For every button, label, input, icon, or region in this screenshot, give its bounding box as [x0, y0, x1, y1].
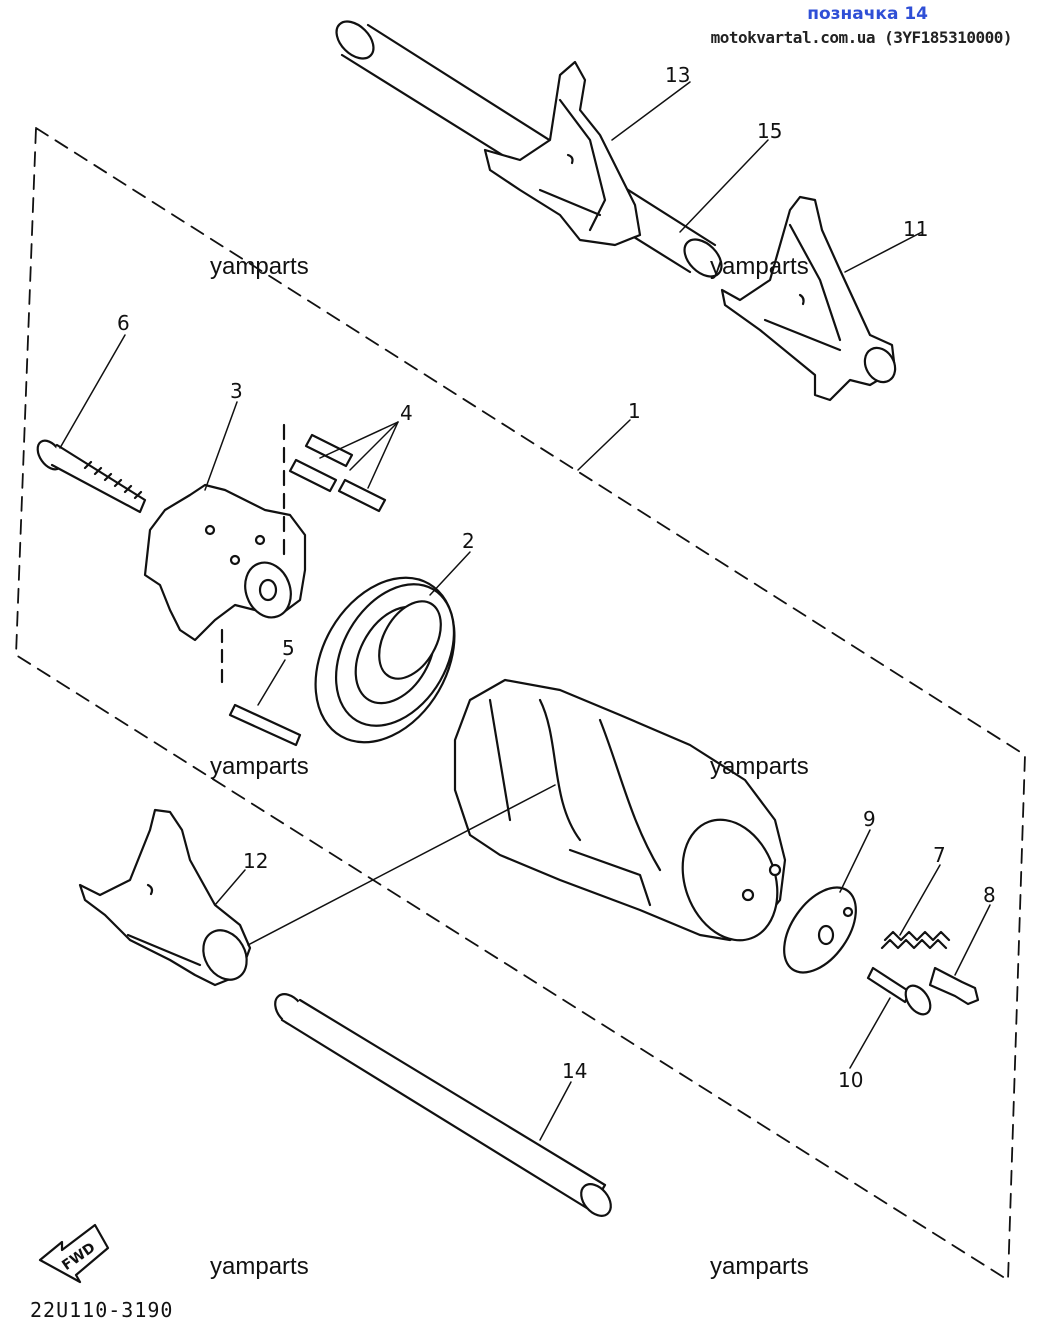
- watermark: yamparts: [710, 253, 809, 280]
- callout-14: 14: [562, 1059, 587, 1083]
- source-caption: motokvartal.com.ua (3YF185310000): [710, 28, 1013, 47]
- watermark: yamparts: [210, 753, 309, 780]
- diagram-code: 22U110-3190: [30, 1298, 174, 1322]
- callout-11: 11: [903, 217, 928, 241]
- fwd-arrow-icon: [38, 1223, 110, 1284]
- callout-13: 13: [665, 63, 690, 87]
- callout-10: 10: [838, 1068, 863, 1092]
- part-6-bolt: [36, 439, 147, 514]
- part-1-shift-drum: [453, 678, 787, 942]
- part-15-shift-fork-shaft: [335, 20, 723, 278]
- watermark: yamparts: [210, 1253, 309, 1280]
- callout-1: 1: [628, 399, 641, 423]
- part-12-shift-fork: [78, 808, 252, 987]
- callout-15: 15: [757, 119, 782, 143]
- part-4-pins: [282, 423, 387, 562]
- part-13-shift-fork: [483, 60, 642, 247]
- diagram-title: позначка 14: [807, 4, 928, 24]
- callout-5: 5: [282, 636, 295, 660]
- part-3-segment: [143, 483, 307, 642]
- part-11-shift-fork: [720, 195, 897, 402]
- part-9-washer: [783, 886, 857, 974]
- callout-labels: 1 2 3 4 5 6 7 8 9 10 11 12 13 14 15 FWD: [59, 63, 995, 1274]
- part-2-bearing: [314, 576, 456, 744]
- leader-lines: [59, 81, 991, 1141]
- watermark: yamparts: [210, 253, 309, 280]
- part-14-shaft: [274, 993, 612, 1217]
- watermark: yamparts: [710, 753, 809, 780]
- part-8-plunger: [928, 966, 980, 1006]
- callout-6: 6: [117, 311, 130, 335]
- callout-4: 4: [400, 401, 413, 425]
- callout-8: 8: [983, 883, 996, 907]
- callout-9: 9: [863, 807, 876, 831]
- assembly-boundary: [15, 127, 1026, 1281]
- watermark: yamparts: [710, 1253, 809, 1280]
- part-10-screw: [866, 966, 932, 1016]
- callout-7: 7: [933, 843, 946, 867]
- part-5-dowel-pin: [220, 628, 302, 747]
- callout-2: 2: [462, 529, 475, 553]
- callout-12: 12: [243, 849, 268, 873]
- callout-3: 3: [230, 379, 243, 403]
- part-7-spring: [880, 930, 951, 950]
